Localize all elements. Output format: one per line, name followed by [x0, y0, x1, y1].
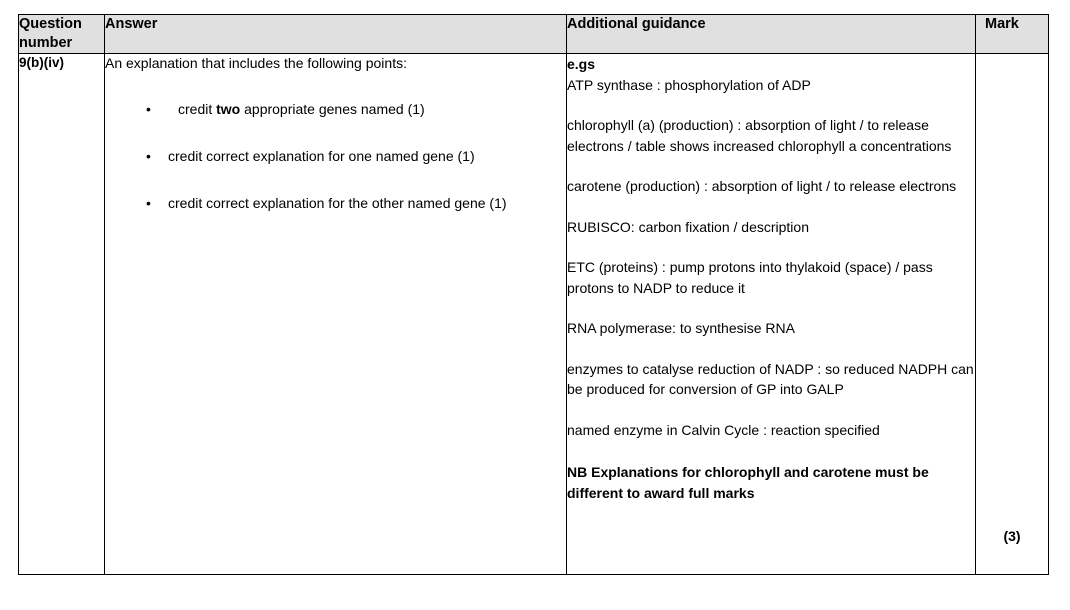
guidance-block-etc: ETC (proteins) : pump protons into thyla…: [567, 259, 933, 296]
cell-answer: An explanation that includes the followi…: [104, 53, 567, 575]
table-body: 9(b)(iv) An explanation that includes th…: [18, 53, 1049, 575]
mark-value: (3): [1003, 528, 1021, 544]
answer-bullet-item-3: • credit correct explanation for the oth…: [105, 194, 566, 213]
guidance-block-rna-polymerase: RNA polymerase: to synthesise RNA: [567, 320, 795, 336]
answer-bullet-item-1: • credit two appropriate genes named (1): [105, 100, 566, 119]
table-row: 9(b)(iv) An explanation that includes th…: [18, 53, 1049, 575]
table-header-row: Question number Answer Additional guidan…: [18, 14, 1049, 54]
guidance-block-nadp-enzymes: enzymes to catalyse reduction of NADP : …: [567, 360, 974, 398]
cell-question-number: 9(b)(iv): [18, 53, 105, 575]
bullet-icon: •: [146, 101, 151, 117]
bullet-icon: •: [146, 148, 151, 164]
guidance-text: ATP synthase : phosphorylation of ADP: [567, 76, 811, 93]
answer-bullet-text-post: appropriate genes named (1): [240, 101, 425, 117]
guidance-block-carotene: carotene (production) : absorption of li…: [567, 178, 957, 194]
answer-bullet-text-pre: credit correct explanation for one named…: [168, 148, 475, 164]
column-header-answer: Answer: [104, 14, 567, 54]
answer-lead-text: An explanation that includes the followi…: [105, 55, 407, 71]
mark-scheme-table: Question number Answer Additional guidan…: [18, 14, 1049, 575]
bullet-icon: •: [146, 195, 151, 211]
table-header: Question number Answer Additional guidan…: [18, 14, 1049, 54]
answer-bullet-text-bold: two: [216, 101, 241, 117]
answer-bullet-item-2: • credit correct explanation for one nam…: [105, 147, 566, 166]
cell-mark: (3): [975, 53, 1049, 575]
column-header-additional-guidance: Additional guidance: [566, 14, 976, 54]
guidance-note-nb: NB Explanations for chlorophyll and caro…: [567, 464, 929, 501]
guidance-block-rubisco: RUBISCO: carbon fixation / description: [567, 218, 809, 235]
cell-additional-guidance: e.gs ATP synthase : phosphorylation of A…: [566, 53, 976, 575]
guidance-block-calvin-cycle: named enzyme in Calvin Cycle : reaction …: [567, 421, 880, 438]
answer-bullet-list: • credit two appropriate genes named (1)…: [105, 100, 566, 213]
guidance-block-chlorophyll: chlorophyll (a) (production) : absorptio…: [567, 117, 952, 154]
guidance-egs-label: e.gs: [567, 56, 596, 72]
guidance-block-egs: e.gs ATP synthase : phosphorylation of A…: [567, 54, 975, 95]
column-header-question-number: Question number: [18, 14, 105, 54]
answer-bullet-text-pre: credit correct explanation for the other…: [168, 195, 507, 211]
answer-bullet-text-pre: credit: [178, 101, 217, 117]
column-header-mark: Mark: [975, 14, 1049, 54]
